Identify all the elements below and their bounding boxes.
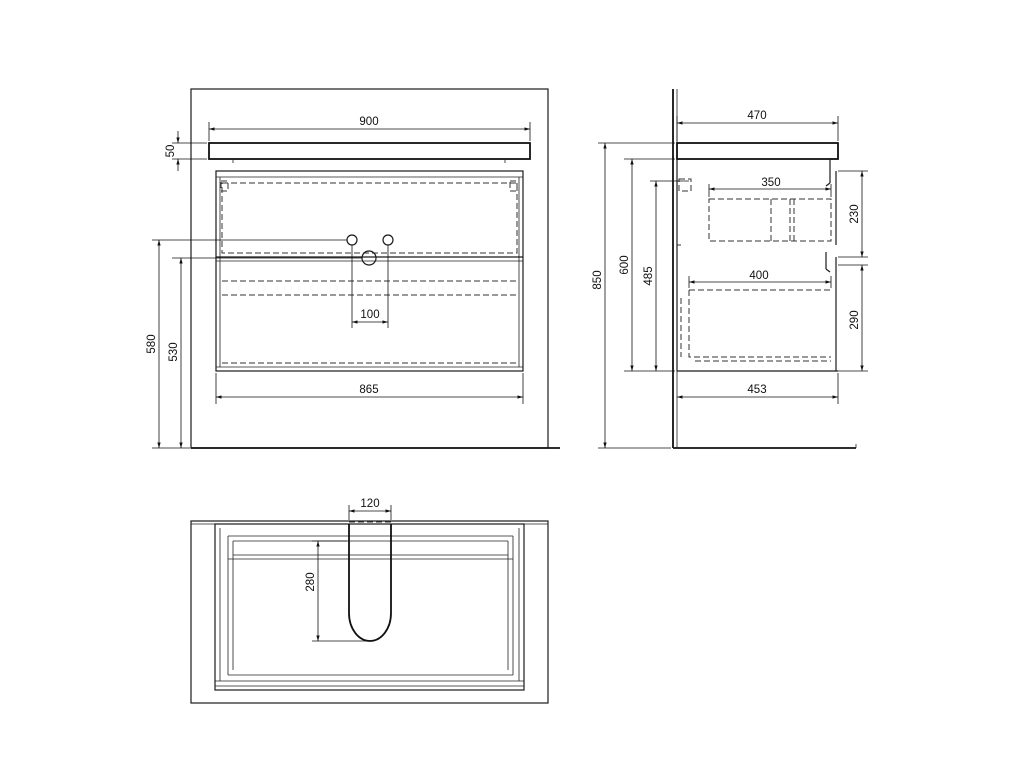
basin-top	[208, 142, 531, 160]
dim-cutout-depth: 280	[305, 572, 317, 591]
upper-drawer-outline	[221, 182, 518, 254]
dim-height-lower: 530	[168, 342, 180, 361]
drain-hole-left	[346, 234, 358, 246]
dim-lower-drawer-depth: 400	[749, 270, 768, 282]
top-view: 120 280	[190, 498, 549, 704]
dim-depth-top: 470	[747, 110, 766, 122]
siphon-cutout	[348, 524, 392, 642]
dim-drawer-zone: 485	[643, 266, 655, 285]
dim-width-total: 900	[359, 116, 378, 128]
drain-hole-right	[382, 234, 394, 246]
dim-cabinet-height: 600	[619, 255, 631, 274]
dim-height-upper: 580	[146, 334, 158, 353]
cabinet-body	[215, 170, 524, 372]
dim-upper-drawer-depth: 350	[761, 177, 780, 189]
front-view: 900 50 580 530 100 865	[146, 88, 560, 449]
side-basin-top	[676, 142, 839, 160]
top-wall-outline	[190, 520, 549, 704]
dim-lower-front: 290	[849, 310, 861, 329]
dim-inner-width: 865	[359, 384, 378, 396]
side-view: 470 850 600 485 350 400 230 290	[592, 89, 868, 449]
dim-upper-front: 230	[849, 204, 861, 223]
dim-cutout-width: 120	[360, 498, 379, 510]
side-upper-drawer	[708, 198, 832, 242]
side-lower-drawer	[688, 290, 831, 358]
dim-drain-spacing: 100	[360, 309, 379, 321]
dim-cabinet-depth: 453	[747, 384, 766, 396]
dim-height-total: 850	[592, 270, 604, 289]
top-cabinet	[214, 523, 525, 691]
dim-top-thickness: 50	[165, 145, 177, 158]
